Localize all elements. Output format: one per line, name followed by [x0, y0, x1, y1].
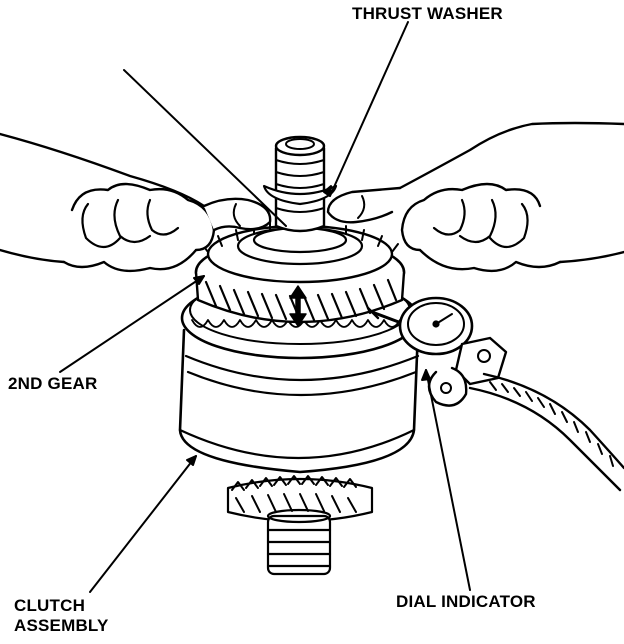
second-gear-leader [59, 275, 205, 373]
second-gear-label: 2ND GEAR [8, 374, 98, 393]
clutch-assembly-label: CLUTCH ASSEMBLY [14, 596, 109, 636]
thrust-washer-leader [329, 21, 409, 197]
clutch-assembly-label-line1: CLUTCH [14, 596, 86, 615]
right-hand [326, 121, 624, 273]
measurement-arrow [289, 285, 307, 327]
clutch-assembly-label-line2: ASSEMBLY [14, 616, 109, 635]
thrust-washer [262, 184, 338, 206]
leader-lines [59, 21, 471, 593]
dial-indicator-label: DIAL INDICATOR [396, 592, 536, 611]
output-shaft [226, 475, 374, 576]
clutch-assembly-leader [89, 455, 197, 593]
dial-indicator-leader [425, 369, 471, 591]
thrust-washer-label: THRUST WASHER [352, 4, 503, 23]
input-shaft [262, 135, 338, 233]
shaft-leader-line [123, 69, 287, 227]
second-gear [194, 222, 406, 324]
dial-indicator [366, 296, 624, 492]
left-hand [0, 132, 272, 273]
